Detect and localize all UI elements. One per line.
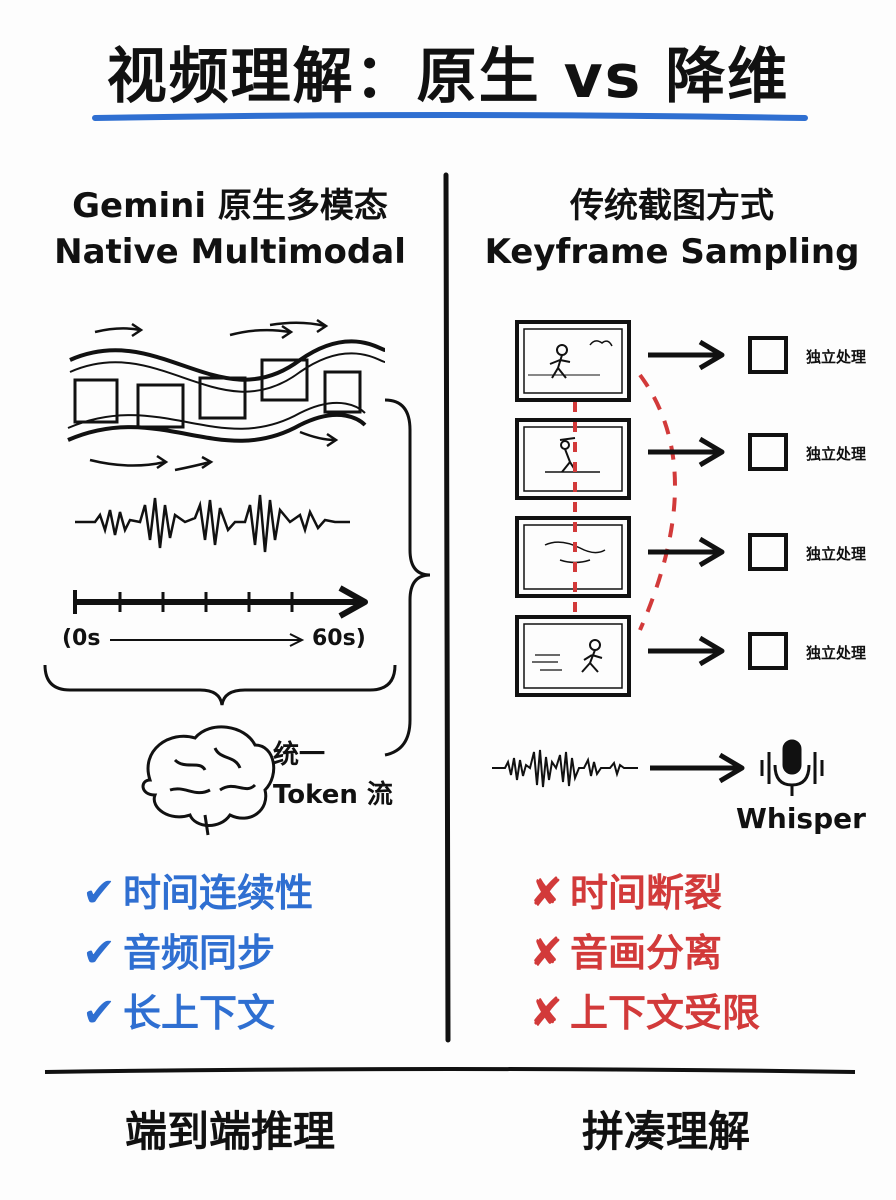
frame-label: 独立处理 bbox=[806, 348, 867, 366]
check-icon: ✔ bbox=[82, 870, 116, 916]
bottom-divider bbox=[44, 1067, 856, 1074]
pro-item: ✔长上下文 bbox=[75, 982, 275, 1037]
brain-icon bbox=[141, 725, 276, 836]
center-divider bbox=[443, 172, 451, 1043]
token-line1: 统一 bbox=[273, 740, 326, 770]
keyframe-frames bbox=[515, 320, 631, 697]
token-line2: Token 流 bbox=[273, 780, 393, 810]
time-start-label: (0s bbox=[62, 626, 101, 651]
microphone-icon bbox=[760, 739, 824, 796]
con-text: 上下文受限 bbox=[570, 991, 761, 1035]
right-heading-line1: 传统截图方式 bbox=[570, 186, 774, 226]
right-brace-icon bbox=[384, 398, 431, 757]
pro-text: 时间连续性 bbox=[123, 871, 314, 915]
right-heading-line2: Keyframe Sampling bbox=[484, 232, 860, 272]
audio-waveform-right-icon bbox=[492, 749, 638, 788]
audio-arrow bbox=[650, 752, 745, 784]
frame-label: 独立处理 bbox=[806, 545, 867, 563]
dashed-red-arc bbox=[638, 373, 677, 631]
left-heading-line1: Gemini 原生多模态 bbox=[72, 186, 388, 226]
left-footer: 端到端推理 bbox=[124, 1107, 335, 1156]
con-item: ✘时间断裂 bbox=[522, 862, 722, 917]
pro-text: 音频同步 bbox=[123, 931, 276, 975]
title-underline bbox=[92, 112, 808, 121]
left-heading: Gemini 原生多模态 Native Multimodal bbox=[20, 183, 440, 275]
cross-icon: ✘ bbox=[529, 870, 563, 916]
token-stream-label: 统一 Token 流 bbox=[273, 735, 393, 815]
time-end-label: 60s) bbox=[312, 626, 366, 651]
page-title: 视频理解：原生 vs 降维 bbox=[106, 42, 790, 112]
frame-sketch-figures bbox=[528, 340, 613, 673]
time-range-arrow-icon bbox=[110, 633, 305, 647]
timeline-arrow-icon bbox=[73, 585, 368, 619]
con-item: ✘音画分离 bbox=[522, 922, 722, 977]
frame-arrows bbox=[648, 339, 725, 667]
check-icon: ✔ bbox=[82, 990, 116, 1036]
con-text: 音画分离 bbox=[570, 931, 723, 975]
process-boxes bbox=[748, 336, 788, 670]
left-heading-line2: Native Multimodal bbox=[54, 232, 406, 272]
right-footer: 拼凑理解 bbox=[581, 1107, 750, 1156]
check-icon: ✔ bbox=[82, 930, 116, 976]
film-strip-icon bbox=[67, 339, 386, 443]
con-item: ✘上下文受限 bbox=[522, 982, 760, 1037]
cross-icon: ✘ bbox=[529, 990, 563, 1036]
pro-item: ✔时间连续性 bbox=[75, 862, 313, 917]
pro-item: ✔音频同步 bbox=[75, 922, 275, 977]
frame-label: 独立处理 bbox=[806, 644, 867, 662]
frame-label: 独立处理 bbox=[806, 445, 867, 463]
whisper-label: Whisper bbox=[736, 802, 866, 835]
con-text: 时间断裂 bbox=[570, 871, 723, 915]
motion-arrows-icon bbox=[89, 318, 339, 472]
bottom-brace-icon bbox=[43, 664, 397, 706]
audio-waveform-icon bbox=[75, 494, 350, 553]
right-heading: 传统截图方式 Keyframe Sampling bbox=[462, 183, 882, 275]
cross-icon: ✘ bbox=[529, 930, 563, 976]
pro-text: 长上下文 bbox=[123, 991, 276, 1035]
